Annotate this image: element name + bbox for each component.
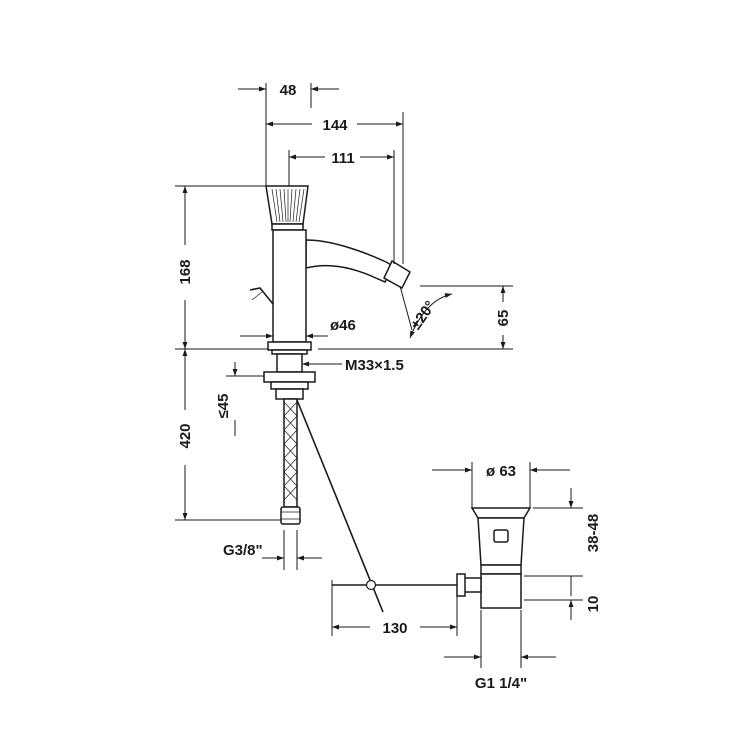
faucet-body [272, 229, 307, 343]
dim-111: 111 [331, 150, 354, 167]
dimension-labels: 48 144 111 168 65 ±20° ø46 M33×1.5 ≤45 4… [177, 82, 602, 692]
faucet [249, 185, 411, 613]
faucet-spout [305, 239, 394, 283]
popup-rod [296, 399, 384, 613]
handle-fluting [271, 188, 305, 223]
drain-slot [493, 529, 509, 543]
spout-nozzle [383, 259, 411, 290]
dim-48: 48 [280, 82, 297, 99]
rod-joint [365, 579, 377, 591]
dim-38-48: 38-48 [585, 514, 602, 552]
dim-g114: G1 1/4" [475, 675, 527, 692]
waste-assembly [332, 507, 532, 609]
dim-angle: ±20° [407, 298, 439, 333]
hose-nut [280, 506, 301, 525]
supply-hose [283, 398, 298, 508]
dim-420: 420 [177, 423, 194, 448]
connector-nut [456, 573, 466, 597]
drain-tailpiece [480, 573, 522, 609]
dim-g38: G3/8" [223, 542, 263, 559]
lock-nut [263, 371, 316, 383]
dim-168: 168 [177, 259, 194, 284]
handle-collar [271, 223, 304, 231]
mounting-shank [276, 353, 303, 373]
dim-130: 130 [382, 620, 407, 637]
dim-144: 144 [322, 117, 348, 134]
dim-65: 65 [495, 310, 512, 327]
dim-dia63: ø 63 [486, 463, 516, 480]
dim-dia46: ø46 [330, 317, 356, 334]
dim-thread: M33×1.5 [345, 357, 404, 374]
base-ring [267, 341, 312, 351]
hose-braid [283, 401, 298, 501]
popup-lever [249, 287, 274, 305]
dim-le45: ≤45 [215, 394, 232, 419]
dimension-lines [175, 83, 583, 668]
dim-10: 10 [585, 596, 602, 613]
drain-flange [470, 507, 532, 519]
